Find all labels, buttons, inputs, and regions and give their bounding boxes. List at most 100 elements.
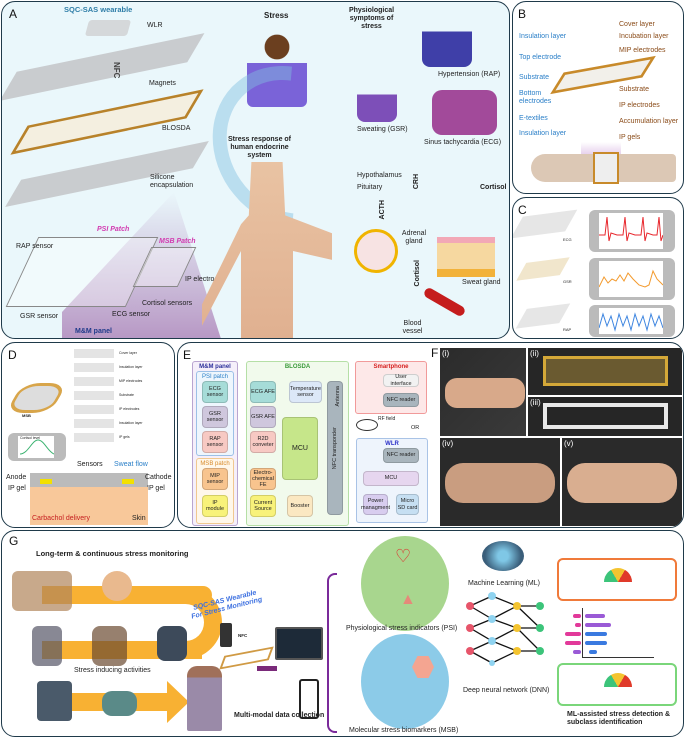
heart-icon: ♡ <box>395 546 412 566</box>
cortisol-label: Cortisol <box>480 184 507 191</box>
panel-a: A SQC-SAS wearable WLR NFC Magnets BLOSD… <box>1 1 510 339</box>
wlr-label: WLR <box>147 22 163 29</box>
rap-sensor-block: RAP sensor <box>202 431 228 453</box>
rf-field-label: RF field <box>378 416 396 422</box>
wrist-with-patch <box>445 378 525 408</box>
layer-label-right: Substrate <box>619 86 649 93</box>
stress-gauge-icon <box>604 568 632 582</box>
antenna-coil <box>356 419 378 431</box>
layer-stack <box>74 349 114 444</box>
ip-module-block: IP module <box>202 495 228 517</box>
nfc-symbol: NFC <box>238 633 248 638</box>
layer-label: IP gels <box>119 435 130 439</box>
msb-patch-label: MSB Patch <box>159 238 196 245</box>
bar <box>585 632 607 636</box>
adrenal-label: Adrenal gland <box>401 230 427 246</box>
photo-label: (i) <box>442 349 450 358</box>
network-node <box>488 615 496 623</box>
tachycardia-label: Sinus tachycardia (ECG) <box>424 139 502 146</box>
network-node <box>536 647 544 655</box>
panel-b: B Insulation layer Top electrode Substra… <box>512 1 684 194</box>
psi-patch-label: PSI Patch <box>97 226 130 233</box>
current-source-block: Current Source <box>250 495 276 517</box>
layer-label-right: IP electrodes <box>619 102 660 109</box>
phone-rap-signal <box>589 305 675 337</box>
bar <box>585 614 605 618</box>
network-node <box>513 624 521 632</box>
stress-gauge-icon <box>604 673 632 687</box>
layer-label-right: Cover layer <box>619 21 655 28</box>
bar <box>575 623 581 627</box>
group-title: MSB patch <box>200 461 230 467</box>
photo-i: (i) <box>440 348 526 436</box>
layer-label-left: Insulation layer <box>519 130 567 137</box>
mcu-block: MCU <box>282 417 318 480</box>
network-node <box>536 602 544 610</box>
group-title: PSI patch <box>201 374 228 380</box>
power-management-block: Power managment <box>361 494 390 515</box>
sensor-label-rap: RAP <box>563 327 572 332</box>
rap-sensor-label: RAP sensor <box>16 243 54 250</box>
adrenal-zoom-circle <box>354 229 398 273</box>
micro-sd-block: Micro SD card <box>396 494 419 515</box>
panel-g: G Long-term & continuous stress monitori… <box>1 530 684 737</box>
sensor-label-ecg: ECG <box>563 237 572 242</box>
cathode-label: Cathode <box>145 474 172 481</box>
result-label: ML-assisted stress detection & subclass … <box>567 711 671 727</box>
bar <box>585 623 611 627</box>
ip-gel-left-label: IP gel <box>8 485 26 492</box>
panel-label: D <box>8 348 17 362</box>
photo-label: (ii) <box>530 349 539 358</box>
nfc-transponder-label: NFC transponder <box>331 426 338 470</box>
ecg-sensor-block: ECG sensor <box>202 381 228 403</box>
user-interface-block: User interface <box>383 374 419 387</box>
wlr-nfc-reader-block: NFC reader <box>383 448 419 463</box>
flexible-circuit <box>543 356 668 386</box>
electrochemical-fe-block: Electro-chemical FE <box>250 468 276 490</box>
crh-label: CRH <box>413 174 420 190</box>
layer-label-right: IP gels <box>619 134 641 141</box>
group-title: BLOSDA <box>284 364 311 370</box>
phys-symptoms-label: Physiological symptoms of stress <box>348 7 395 31</box>
sweat-flow-label: Sweat flow <box>114 461 148 468</box>
network-node <box>536 624 544 632</box>
bar <box>573 614 581 618</box>
blosda-layer <box>10 89 204 155</box>
rap-sensor-layers <box>515 303 571 329</box>
booster-block: Booster <box>287 495 313 517</box>
thermometer-icon: ▲ <box>400 591 416 608</box>
person-desk-illustration <box>12 571 72 611</box>
sweat-gland-label: Sweat gland <box>462 279 501 286</box>
group-title: WLR <box>385 441 399 447</box>
molecule-icon <box>412 656 434 678</box>
magnet-layer <box>2 33 205 101</box>
photo-v: (v) <box>562 438 682 526</box>
rap-waveform <box>598 312 664 332</box>
dnn-network <box>466 592 544 666</box>
panel-d: D Cover layer Insulation layer MIP elect… <box>1 342 175 528</box>
ip-gel-right-label: IP gel <box>147 485 165 492</box>
panel-e-f: E M&M panel PSI patch MSB patch ECG sens… <box>177 342 684 528</box>
activity-arrow-head <box>167 681 189 723</box>
msb-label: Molecular stress biomarkers (MSB) <box>349 727 459 734</box>
network-node <box>466 602 474 610</box>
phone-cortisol: Cortisol level <box>8 433 66 461</box>
anode-label: Anode <box>6 474 27 481</box>
brain-icon <box>482 541 524 571</box>
tachycardia-illustration <box>432 90 497 135</box>
activities-label: Stress inducing activities <box>74 667 151 674</box>
panel-c: C ECG GSR RAP <box>512 197 684 339</box>
hypertension-illustration <box>422 12 472 67</box>
layer-label-left: E-textiles <box>519 115 548 122</box>
layer-label: Substrate <box>119 393 134 397</box>
or-label: OR <box>411 425 420 431</box>
cathode-gel <box>122 479 134 484</box>
photo-label: (iv) <box>442 439 454 448</box>
cortisol-flow-label: Cortisol <box>414 260 421 287</box>
layer-label: Insulation layer <box>119 421 143 425</box>
sensors-label: Sensors <box>77 461 103 468</box>
network-node <box>488 592 496 600</box>
ml-label: Machine Learning (ML) <box>468 580 540 587</box>
anode-gel <box>40 479 52 484</box>
gsr-sensor-label: GSR sensor <box>20 313 59 320</box>
